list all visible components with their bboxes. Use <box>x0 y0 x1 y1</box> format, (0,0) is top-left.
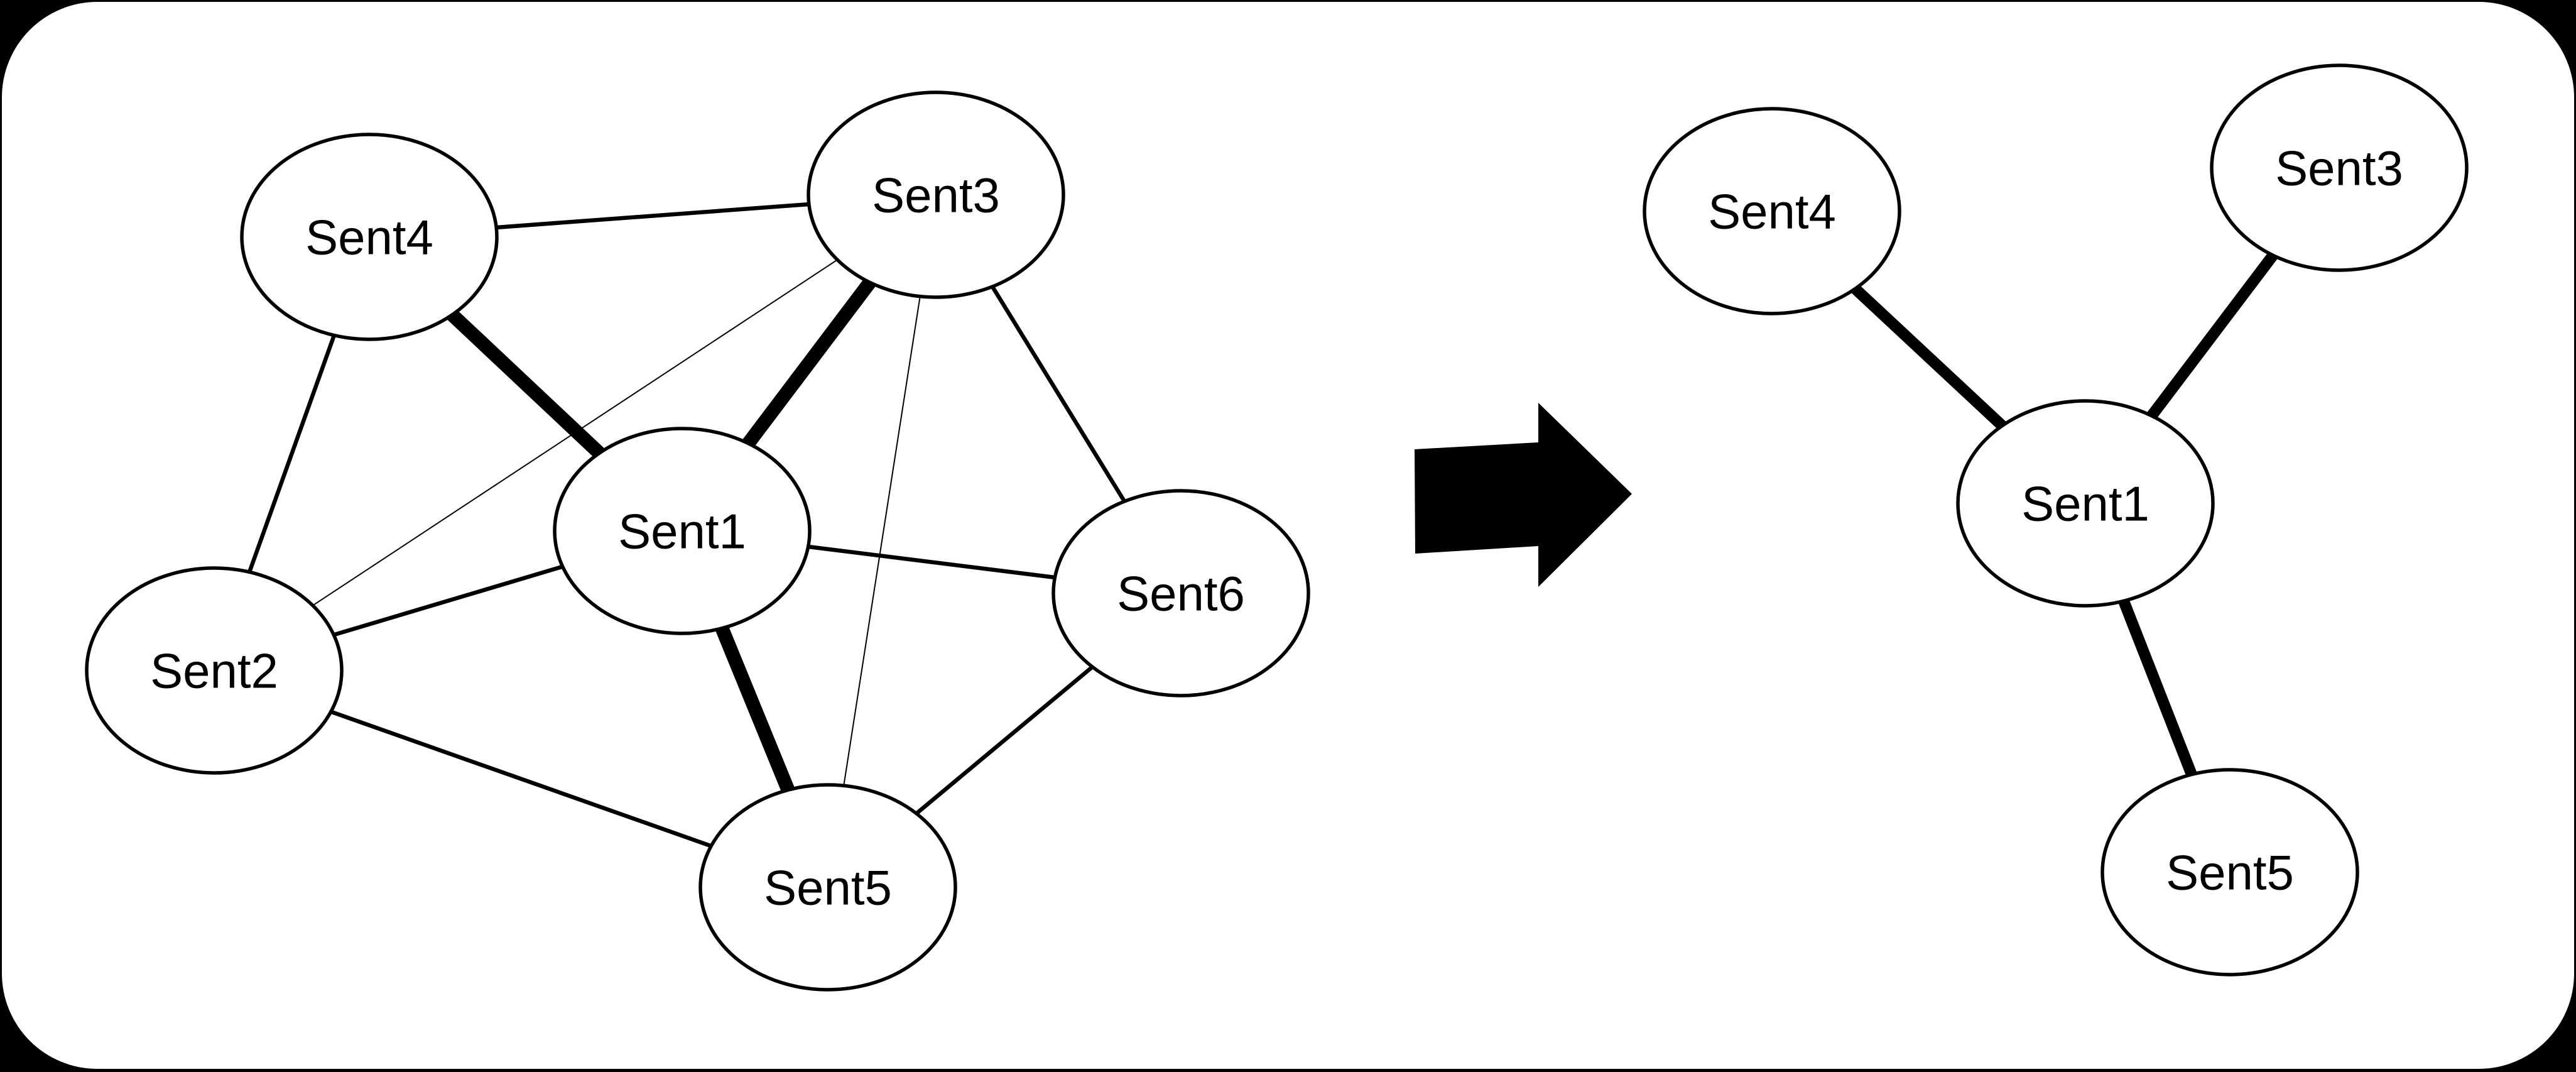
left-graph-node-sent5-ellipse <box>698 783 957 992</box>
right-graph-node-sent4-label: Sent4 <box>1708 183 1836 239</box>
right-graph-node-sent4: Sent4 <box>1643 107 1901 315</box>
left-graph-edge-sent3-sent5 <box>827 194 937 888</box>
left-graph-node-sent3: Sent3 <box>807 90 1065 299</box>
right-graph-node-sent5-ellipse <box>2100 768 2359 976</box>
left-graph-node-sent4: Sent4 <box>240 133 499 341</box>
right-graph-node-sent5: Sent5 <box>2100 768 2359 976</box>
left-graph-node-sent1: Sent1 <box>553 427 812 635</box>
left-graph-node-sent4-label: Sent4 <box>305 209 433 265</box>
right-arrow-icon <box>1415 403 1632 587</box>
left-graph-node-sent2-label: Sent2 <box>150 643 278 698</box>
left-graph-node-sent6-ellipse <box>1052 489 1310 697</box>
left-graph-node-sent6: Sent6 <box>1052 489 1310 697</box>
right-graph-node-sent1: Sent1 <box>1956 399 2215 608</box>
left-graph-node-sent4-ellipse <box>240 133 499 341</box>
right-graph-node-sent4-ellipse <box>1643 107 1901 315</box>
left-graph-node-sent5-label: Sent5 <box>764 860 892 915</box>
right-graph-node-sent3-label: Sent3 <box>2275 140 2403 195</box>
left-graph-node-sent3-label: Sent3 <box>872 167 1000 222</box>
right-graph-node-sent1-ellipse <box>1956 399 2215 608</box>
left-graph-edge-sent3-sent2 <box>214 194 937 671</box>
left-graph-node-sent6-label: Sent6 <box>1117 566 1245 621</box>
left-graph-node-sent5: Sent5 <box>698 783 957 992</box>
left-graph-node-sent2: Sent2 <box>85 566 344 775</box>
left-graph-node-sent3-ellipse <box>807 90 1065 299</box>
right-graph-node-sent5-label: Sent5 <box>2166 845 2294 900</box>
left-graph-node-sent1-ellipse <box>553 427 812 635</box>
left-graph-node-sent1-label: Sent1 <box>618 503 746 559</box>
right-graph-node-sent3-ellipse <box>2210 63 2469 272</box>
right-graph-node-sent1-label: Sent1 <box>2021 476 2149 531</box>
right-graph-node-sent3: Sent3 <box>2210 63 2469 272</box>
left-graph-node-sent2-ellipse <box>85 566 344 775</box>
